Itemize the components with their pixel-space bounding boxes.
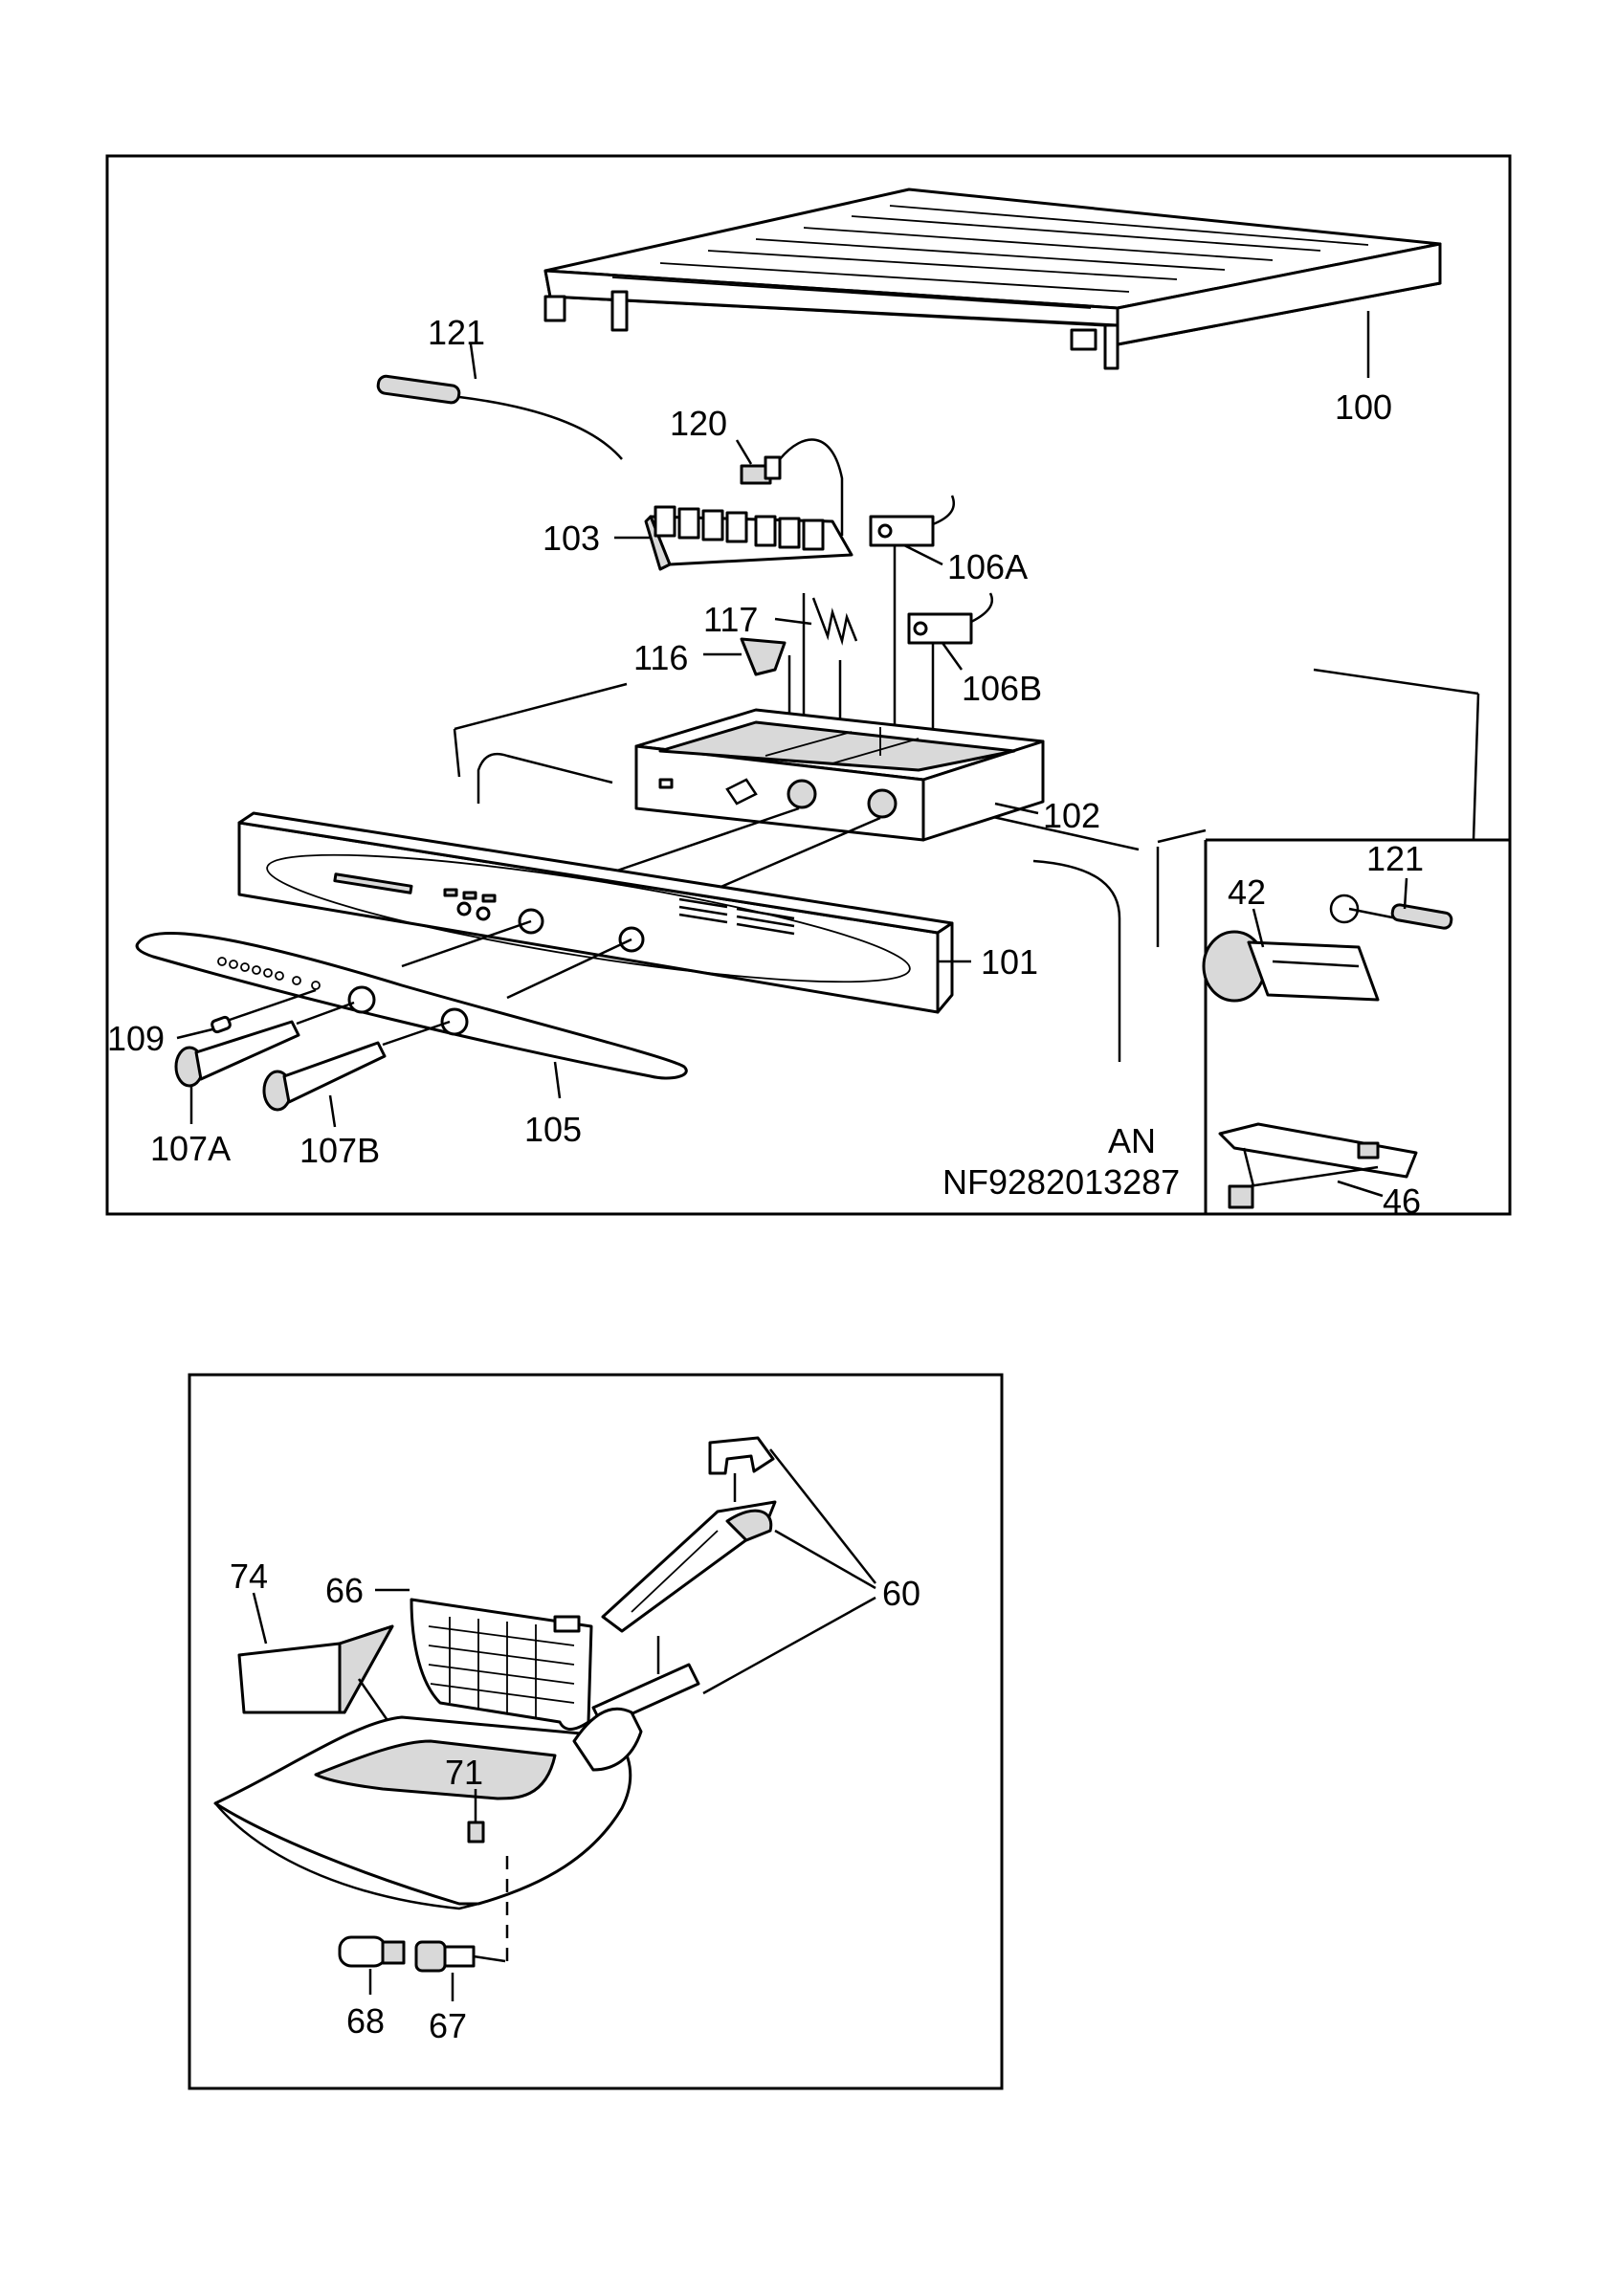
- label-68: 68: [346, 2001, 385, 2041]
- label-101: 101: [981, 942, 1038, 982]
- part-107B-knob: [262, 1020, 451, 1128]
- part-109-led: [176, 988, 317, 1040]
- part-74-cover: [237, 1592, 404, 1742]
- part-116-bracket: [703, 637, 791, 727]
- label-106A: 106A: [947, 547, 1028, 586]
- part-103-control-board: [614, 505, 853, 571]
- label-120: 120: [670, 404, 727, 443]
- label-60: 60: [882, 1574, 920, 1613]
- label-109: 109: [107, 1019, 165, 1058]
- bottom-panel: 60 74 66: [188, 1373, 1004, 2090]
- part-105-decor-strip: [135, 932, 688, 1099]
- label-107A: 107A: [150, 1129, 231, 1168]
- label-66: 66: [325, 1571, 364, 1610]
- label-67: 67: [429, 2006, 467, 2045]
- part-66-grille: [375, 1588, 593, 1731]
- label-121-inset: 121: [1366, 839, 1424, 878]
- label-46: 46: [1383, 1181, 1421, 1221]
- part-106B-switch: [907, 592, 994, 737]
- part-117-spring-clip: [774, 593, 858, 732]
- label-42: 42: [1228, 872, 1266, 912]
- part-101-control-panel: [237, 811, 971, 1014]
- part-46-lamp-bracket: [1218, 1122, 1418, 1209]
- part-60-hinge: [591, 1436, 876, 1729]
- label-102: 102: [1043, 796, 1100, 835]
- part-121-sensor-inset: [1329, 877, 1453, 930]
- label-121-top: 121: [428, 313, 485, 352]
- label-100: 100: [1335, 387, 1392, 427]
- top-panel: 100 121 120 103: [105, 154, 1512, 1221]
- model-code: AN: [1108, 1121, 1156, 1160]
- lamp-housing: [213, 1707, 643, 1966]
- label-117: 117: [703, 600, 758, 639]
- label-74: 74: [230, 1556, 268, 1596]
- label-105: 105: [524, 1110, 582, 1149]
- part-107A-knob: [174, 1001, 355, 1124]
- part-102-housing: [616, 708, 1045, 896]
- label-103: 103: [543, 519, 600, 558]
- part-42-thermostat-knob: [1202, 908, 1380, 1003]
- top-panel-frame: [105, 154, 1512, 1216]
- part-121-sensor-probe: [376, 343, 623, 460]
- part-106A-switch: [869, 495, 956, 727]
- part-100-top-shelf: [543, 188, 1442, 378]
- part-120-connector: [735, 438, 844, 536]
- label-106B: 106B: [962, 669, 1042, 708]
- label-107B: 107B: [299, 1131, 380, 1170]
- label-71: 71: [445, 1753, 483, 1792]
- part-68-bulb: [338, 1935, 406, 1995]
- drawing-number: NF9282013287: [942, 1162, 1180, 1202]
- cabinet-outline: [453, 668, 1480, 1062]
- bottom-panel-frame: [188, 1373, 1004, 2090]
- part-67-socket: [414, 1940, 506, 2001]
- label-116: 116: [633, 638, 688, 677]
